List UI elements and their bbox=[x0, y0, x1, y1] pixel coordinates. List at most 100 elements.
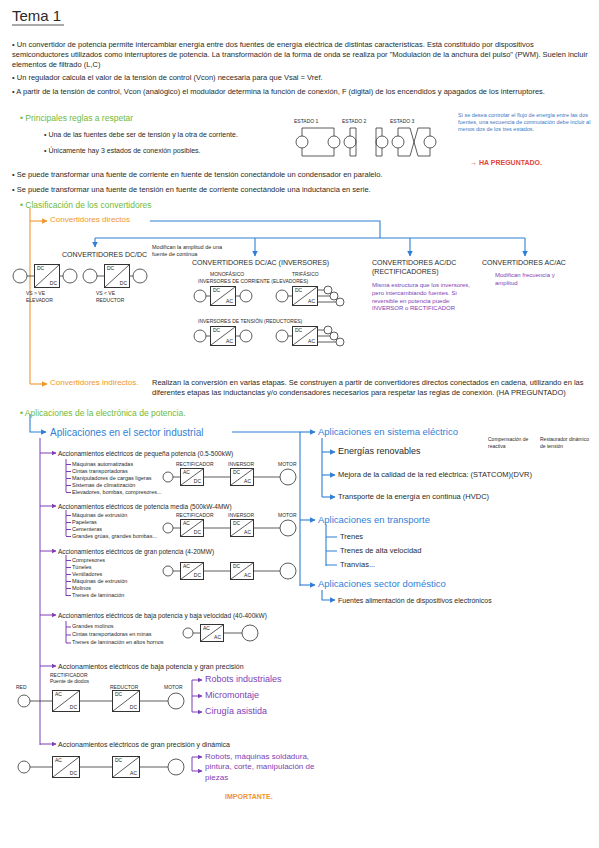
diagonal-line bbox=[211, 287, 235, 305]
state-label: ESTADO 1 bbox=[294, 118, 318, 125]
source-symbol bbox=[276, 330, 288, 342]
page-title: Tema 1 bbox=[12, 6, 61, 26]
diagonal-line bbox=[231, 520, 253, 536]
diagonal-line bbox=[105, 265, 129, 287]
formula-label: VS < VE bbox=[96, 290, 115, 297]
converter-block: DCAC bbox=[210, 326, 236, 346]
part-label: REDUCTOR bbox=[96, 297, 124, 304]
block-text: AC bbox=[183, 564, 190, 569]
sketch-line bbox=[322, 451, 335, 452]
sketch-line bbox=[322, 474, 335, 475]
block-text: DC bbox=[37, 266, 44, 271]
diagonal-line bbox=[293, 287, 317, 305]
subsection-heading: Aplicaciones en sistema eléctrico bbox=[318, 426, 458, 438]
part-label: INVERSORES DE CORRIENTE (ELEVADORES) bbox=[198, 278, 308, 285]
source-symbol bbox=[392, 136, 404, 148]
list-item: Robots industriales bbox=[205, 674, 282, 686]
note-text: • Se puede transformar una fuente de ten… bbox=[12, 185, 590, 195]
source-symbol bbox=[276, 290, 288, 302]
sketch-line bbox=[30, 383, 47, 384]
wire-connector bbox=[204, 528, 230, 529]
converter-block: DCAC bbox=[230, 562, 254, 580]
list-item: Trenes de alta velocidad bbox=[340, 546, 421, 556]
sketch-line bbox=[326, 524, 337, 566]
sketch-line bbox=[254, 238, 255, 256]
converter-block: DCDC bbox=[104, 264, 130, 288]
source-symbol bbox=[83, 269, 97, 283]
list-item: Sistemas de climatización bbox=[72, 482, 135, 489]
block-text: DC bbox=[194, 530, 201, 535]
block-text: AC bbox=[226, 299, 233, 304]
source-symbol bbox=[424, 136, 436, 148]
list-item: Energías renovables bbox=[338, 446, 421, 458]
list-item: Cintas transportadoras en minas bbox=[72, 631, 151, 638]
sketch-line bbox=[192, 696, 202, 697]
converter-block: ACDC bbox=[180, 519, 204, 537]
block-text: AC bbox=[308, 299, 315, 304]
part-label: RECTIFICADOR bbox=[176, 512, 214, 519]
part-label: INVERSOR bbox=[228, 512, 254, 519]
side-note: Compensación de reactiva bbox=[488, 436, 534, 449]
block-text: DC bbox=[115, 692, 122, 697]
list-item: Máquinas de extrusión bbox=[72, 512, 127, 519]
converter-title: CONVERTIDORES DC/AC (INVERSORES) bbox=[192, 258, 329, 267]
source-symbol bbox=[183, 628, 193, 638]
converter-block: DCAC bbox=[292, 326, 318, 346]
sketch-line bbox=[300, 519, 315, 520]
list-item: Ventiladores bbox=[72, 571, 102, 578]
sketch-line bbox=[40, 615, 56, 616]
diagonal-line bbox=[211, 327, 235, 345]
section-heading: • Aplicaciones de la electrónica de pote… bbox=[20, 408, 186, 419]
side-note: Si se desea controlar el flujo de energí… bbox=[458, 112, 593, 133]
list-item: Trenes de laminación bbox=[72, 592, 124, 599]
source-symbol bbox=[324, 286, 332, 294]
wire-connector bbox=[204, 571, 230, 572]
list-item: Manipuladores de cargas ligeras bbox=[72, 475, 152, 482]
part-label: MONOFÁSICO bbox=[210, 271, 244, 278]
sketch-line bbox=[40, 551, 56, 552]
block-text: DC bbox=[295, 328, 302, 333]
sketch-line bbox=[66, 510, 71, 537]
converter-block: AC DC bbox=[180, 562, 204, 580]
source-symbol bbox=[376, 136, 388, 148]
sketch-line bbox=[192, 757, 193, 771]
note-text: Realizan la conversión en varias etapas.… bbox=[152, 378, 592, 398]
block-text: AC bbox=[214, 635, 221, 640]
block-text: DC bbox=[194, 573, 201, 578]
sketch-line bbox=[300, 584, 315, 585]
block-text: DC bbox=[233, 470, 240, 475]
list-item: Cirugía asistida bbox=[205, 706, 267, 718]
part-label: Puente de diodos bbox=[50, 678, 89, 685]
formula-label: VS > VE bbox=[26, 290, 45, 297]
block-text: AC bbox=[183, 470, 190, 475]
wire-connector bbox=[80, 701, 112, 702]
sketch-line bbox=[30, 767, 168, 768]
side-note: Restaurador dinámico de tensión bbox=[540, 436, 594, 449]
converter-block: ACDC bbox=[180, 468, 204, 486]
item-heading: Accionamientos eléctricos de pequeña pot… bbox=[58, 450, 233, 458]
converter-block: ACDC bbox=[52, 756, 80, 778]
block-text: DC bbox=[115, 758, 122, 763]
block-text: AC bbox=[130, 771, 137, 776]
sketch-part bbox=[13, 269, 344, 775]
part-label: RED bbox=[16, 684, 27, 691]
converter-block: DCAC bbox=[230, 519, 254, 537]
part-label: MOTOR bbox=[278, 512, 297, 519]
block-text: DC bbox=[130, 705, 137, 710]
list-item: Máquinas automatizadas bbox=[72, 461, 133, 468]
sketch-line bbox=[66, 459, 71, 493]
block-text: AC bbox=[226, 339, 233, 344]
block-text: AC bbox=[244, 479, 251, 484]
sketch-line bbox=[192, 757, 202, 758]
subsection-heading: Convertidores indirectos. bbox=[50, 378, 138, 388]
list-item: Trenes bbox=[340, 532, 363, 542]
sketch-line bbox=[150, 221, 380, 238]
source-symbol bbox=[168, 759, 184, 775]
side-note: Misma estructura que los inversores, per… bbox=[372, 282, 472, 313]
list-item: Máquinas de extrusión bbox=[72, 578, 127, 585]
source-symbol bbox=[328, 136, 340, 148]
source-symbol bbox=[336, 298, 344, 306]
list-item: Micromontaje bbox=[205, 690, 259, 702]
sketch-line bbox=[398, 128, 430, 156]
